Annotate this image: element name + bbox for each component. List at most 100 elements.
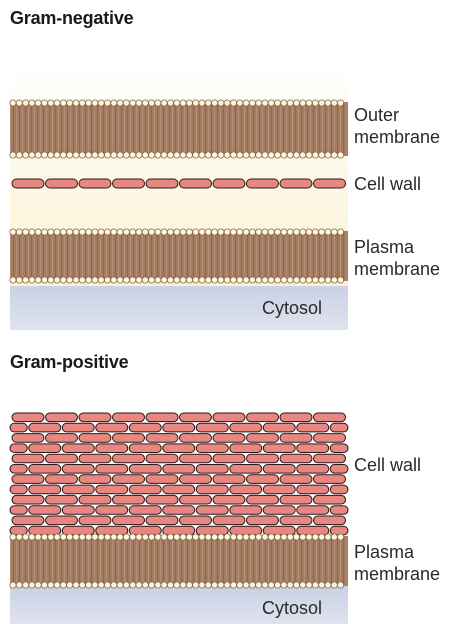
lipid-head	[136, 582, 142, 588]
lipid-head	[243, 277, 249, 283]
lipid-head	[92, 582, 98, 588]
lipid-head	[300, 277, 306, 283]
gram-positive-plasma-membrane-label-line2: membrane	[354, 563, 440, 585]
lipid-head	[287, 277, 293, 283]
lipid-head	[325, 152, 331, 158]
lipid-head	[237, 152, 243, 158]
lipid-head	[104, 229, 110, 235]
lipid-head	[167, 152, 173, 158]
lipid-head	[325, 229, 331, 235]
lipid-head	[256, 100, 262, 106]
peptidoglycan-strand	[247, 179, 279, 188]
lipid-head	[130, 277, 136, 283]
peptidoglycan-strand	[79, 413, 111, 422]
peptidoglycan-strand	[62, 444, 94, 453]
peptidoglycan-strand	[10, 465, 27, 474]
peptidoglycan-strand	[29, 506, 61, 515]
lipid-head	[268, 277, 274, 283]
lipid-head	[92, 277, 98, 283]
lipid-head	[205, 277, 211, 283]
lipid-head	[224, 277, 230, 283]
peptidoglycan-strand	[280, 434, 312, 443]
lipid-head	[48, 229, 54, 235]
lipid-head	[79, 100, 85, 106]
lipid-head	[16, 152, 22, 158]
lipid-head	[275, 100, 281, 106]
lipid-head	[312, 582, 318, 588]
lipid-head	[161, 582, 167, 588]
lipid-head	[142, 229, 148, 235]
lipid-head	[312, 152, 318, 158]
lipid-head	[237, 100, 243, 106]
peptidoglycan-strand	[96, 444, 128, 453]
lipid-head	[275, 277, 281, 283]
lipid-head	[23, 152, 29, 158]
lipid-head	[130, 152, 136, 158]
lipid-head	[29, 534, 35, 540]
lipid-head	[224, 152, 230, 158]
peptidoglycan-strand	[280, 454, 312, 463]
gram-negative-plasma-membrane-label: Plasma membrane	[354, 236, 440, 280]
peptidoglycan-strand	[46, 475, 78, 484]
lipid-head	[104, 534, 110, 540]
lipid-head	[338, 582, 344, 588]
lipid-head	[199, 100, 205, 106]
lipid-head	[54, 582, 60, 588]
lipid-head	[293, 534, 299, 540]
lipid-head	[205, 100, 211, 106]
peptidoglycan-strand	[297, 465, 329, 474]
lipid-head	[193, 100, 199, 106]
lipid-head	[319, 534, 325, 540]
peptidoglycan-strand	[213, 516, 245, 525]
lipid-head	[186, 582, 192, 588]
peptidoglycan-strand	[129, 423, 161, 432]
lipid-head	[193, 277, 199, 283]
lipid-head	[67, 582, 73, 588]
lipid-head	[243, 152, 249, 158]
lipid-head	[16, 277, 22, 283]
lipid-head	[98, 277, 104, 283]
lipid-head	[230, 229, 236, 235]
lipid-head	[275, 534, 281, 540]
lipid-head	[48, 100, 54, 106]
peptidoglycan-strand	[29, 423, 61, 432]
peptidoglycan-strand	[79, 495, 111, 504]
lipid-head	[212, 152, 218, 158]
lipid-head	[230, 534, 236, 540]
peptidoglycan-strand	[163, 506, 195, 515]
lipid-head	[268, 582, 274, 588]
lipid-head	[262, 100, 268, 106]
lipid-head	[300, 100, 306, 106]
gram-positive-plasma-membrane-label: Plasma membrane	[354, 541, 440, 585]
lipid-head	[54, 152, 60, 158]
peptidoglycan-strand	[12, 434, 44, 443]
peptidoglycan-strand	[146, 413, 178, 422]
lipid-head	[167, 534, 173, 540]
lipid-head	[79, 582, 85, 588]
peptidoglycan-strand	[196, 465, 228, 474]
peptidoglycan-strand	[10, 485, 27, 494]
peptidoglycan-strand	[263, 485, 295, 494]
lipid-head	[306, 229, 312, 235]
lipid-head	[111, 152, 117, 158]
lipid-head	[130, 534, 136, 540]
lipid-head	[331, 100, 337, 106]
lipid-head	[161, 277, 167, 283]
lipid-head	[23, 582, 29, 588]
peptidoglycan-strand	[297, 485, 329, 494]
peptidoglycan-strand	[297, 444, 329, 453]
peptidoglycan-strand	[46, 495, 78, 504]
peptidoglycan-strand	[330, 465, 348, 474]
lipid-head	[161, 534, 167, 540]
peptidoglycan-strand	[213, 495, 245, 504]
lipid-head	[98, 152, 104, 158]
peptidoglycan-strand	[96, 506, 128, 515]
lipid-head	[10, 100, 16, 106]
peptidoglycan-strand	[297, 526, 329, 535]
lipid-head	[149, 229, 155, 235]
lipid-head	[319, 229, 325, 235]
peptidoglycan-strand	[146, 475, 178, 484]
lipid-head	[212, 277, 218, 283]
lipid-head	[230, 152, 236, 158]
